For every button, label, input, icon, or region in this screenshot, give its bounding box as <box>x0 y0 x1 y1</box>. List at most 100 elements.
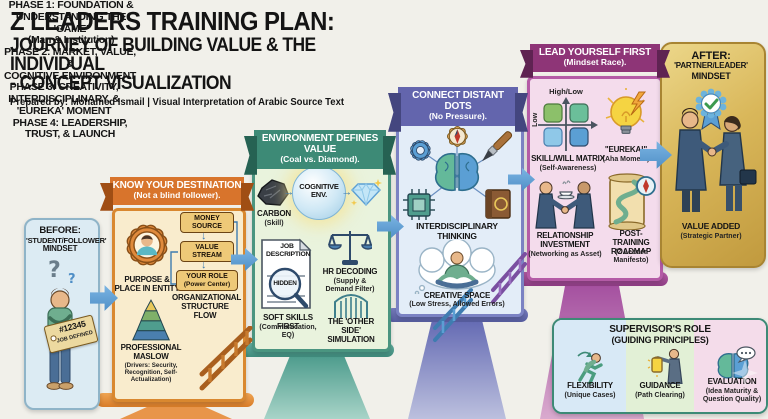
cognitive-label: COGNITIVE ENV. <box>299 182 339 200</box>
main-title-line1: Z LEADERS TRAINING PLAN: <box>10 6 335 36</box>
soft-skills-sub: (Communication, EQ) <box>259 324 317 339</box>
supervisor-title-line1: SUPERVISOR'S ROLE <box>609 324 711 335</box>
supervisor-panel: SUPERVISOR'S ROLE (GUIDING PRINCIPLES) F… <box>552 318 768 414</box>
after-line1: AFTER: <box>691 50 731 62</box>
partner-handshake-illustration <box>675 108 757 212</box>
cognitive-arrow-in-icon: ↓ <box>282 190 295 197</box>
eureka-sub: (Aha Moment) <box>602 156 650 163</box>
creative-space-sub: (Low Stress, Allowed Errors) <box>409 301 505 308</box>
phase2-pedestal-column <box>264 357 370 419</box>
stair-railing-wood <box>199 326 253 391</box>
flow-arrow-1-icon: ↓ <box>201 230 207 242</box>
paintbrush-icon <box>482 131 513 162</box>
value-added-label: VALUE ADDED <box>681 221 741 231</box>
carbon-sub: (Skill) <box>264 220 284 227</box>
roadmap-scroll-icon <box>608 173 656 230</box>
phase1-header-line3: (Man & Institution) <box>27 34 115 47</box>
matrix-axis-top-label: High/Low <box>549 87 583 96</box>
phase4-header-line1: PHASE 4: LEADERSHIP, <box>12 116 128 129</box>
prepared-by: Prepared by: Mohamed Ismail | Visual Int… <box>10 96 345 108</box>
coal-icon <box>257 179 289 206</box>
maslow-label: PROFESSIONAL MASLOW <box>120 343 182 361</box>
phase3-banner-line1: CONNECT DISTANT DOTS <box>412 90 504 112</box>
phase4-banner: LEAD YOURSELF FIRST (Mindset Race). <box>530 44 660 72</box>
doc-title: JOB DESCRIPTION <box>266 243 311 258</box>
title-block: Z LEADERS TRAINING PLAN: JOURNEY OF BUIL… <box>10 8 430 108</box>
roadmap-label: POST-TRAINING ROADMAP <box>611 229 651 256</box>
eureka-lightbulb-icon <box>605 88 647 134</box>
flow-your-role: YOUR ROLE (Power Center) <box>176 270 238 291</box>
phase3-header: PHASE 3: CREATIVITY, INTERDISCIPLINARY, … <box>0 81 128 117</box>
phase2-banner-line2: (Coal vs. Diamond). <box>280 154 360 164</box>
question-mark-large: ? <box>48 258 61 283</box>
interdisciplinary-network-illustration <box>403 125 513 220</box>
scales-icon <box>328 231 372 265</box>
award-badge-icon <box>695 88 727 130</box>
question-mark-small: ? <box>68 272 76 287</box>
before-line1: BEFORE: <box>39 225 81 236</box>
hr-decoding-sub: (Supply & Demand Filter) <box>325 278 375 293</box>
phase1-banner-line1: KNOW YOUR DESTINATION <box>112 180 242 191</box>
phase1-banner: KNOW YOUR DESTINATION (Not a blind follo… <box>110 177 244 205</box>
phase3-banner-line2: (No Pressure). <box>428 111 488 121</box>
flexibility-label: FLEXIBILITY <box>567 381 613 390</box>
phase1-pedestal-column <box>120 407 232 419</box>
phase3-header-line2: INTERDISCIPLINARY, & <box>8 93 120 105</box>
gear-person-icon <box>126 224 168 266</box>
phase1-header-line1: PHASE 1: FOUNDATION & <box>8 0 134 11</box>
stair-railing-purple <box>491 252 527 304</box>
phase2-banner-line1: ENVIRONMENT DEFINES VALUE <box>261 133 379 155</box>
flexibility-sub: (Unique Cases) <box>564 392 616 399</box>
roadmap-sub: (Z Leader Manifesto) <box>613 249 649 264</box>
phase2-banner: ENVIRONMENT DEFINES VALUE (Coal vs. Diam… <box>254 130 386 169</box>
brain-icon <box>435 152 479 192</box>
after-line3: MINDSET <box>691 71 731 82</box>
flow-caption: ORGANIZATIONAL STRUCTURE FLOW <box>172 293 242 320</box>
phase4-banner-line1: LEAD YOURSELF FIRST <box>538 47 652 58</box>
phase2-header: PHASE 2: MARKET, VALUE, & COGNITIVE ENVI… <box>0 46 140 82</box>
soft-skills-label: SOFT SKILLS FIRST <box>263 313 313 331</box>
phase2-header-line2: COGNITIVE ENVIRONMENT <box>4 69 136 82</box>
flow-your-role-label: YOUR ROLE <box>186 273 228 280</box>
interdisciplinary-label: INTERDISCIPLINARY THINKING <box>416 221 498 241</box>
matrix-sub: (Self-Awareness) <box>539 165 597 172</box>
lantern-icon <box>647 348 683 384</box>
phase3-header-line3: 'EUREKA' MOMENT <box>16 104 112 117</box>
gate-icon <box>334 294 368 318</box>
creative-space-label: CREATIVE SPACE <box>423 291 491 300</box>
compass-icon <box>446 125 468 147</box>
matrix-label: SKILL/WILL MATRIX <box>531 154 605 163</box>
guidance-sub: (Path Clearing) <box>635 392 685 399</box>
phase3-header-line1: PHASE 3: CREATIVITY, <box>9 81 119 94</box>
main-title-line3: - CONCEPT VISUALIZATION <box>10 73 232 95</box>
evaluation-label: EVALUATION <box>707 377 757 386</box>
stair-railing-teal <box>433 288 473 342</box>
brain-speech-icon <box>717 346 756 379</box>
after-title: AFTER: 'PARTNER/LEADER' MINDSET <box>662 50 760 81</box>
supervisor-title-line2: (GUIDING PRINCIPLES) <box>611 335 709 346</box>
phase4-header-line2: TRUST, & LAUNCH <box>25 128 115 141</box>
skill-will-matrix-icon <box>538 97 598 151</box>
before-title: BEFORE: 'STUDENT/FOLLOWER' MINDSET <box>26 225 107 254</box>
relationship-label: RELATIONSHIP INVESTMENT <box>536 231 594 249</box>
flow-arrow-2-icon: ↓ <box>201 259 207 271</box>
book-icon <box>485 189 511 219</box>
after-line2: 'PARTNER/LEADER' <box>674 61 748 71</box>
chip-icon <box>403 189 435 220</box>
main-title-line2: JOURNEY OF BUILDING VALUE & THE INDIVIDU… <box>10 34 316 75</box>
diamond-icon <box>351 179 382 207</box>
value-added-sub: (Strategic Partner) <box>680 233 742 240</box>
purpose-label: PURPOSE & PLACE IN ENTITY <box>114 275 180 293</box>
phase1-header: PHASE 1: FOUNDATION & UNDERSTANDING THE … <box>0 0 142 47</box>
phase1-banner-line2: (Not a blind follower). <box>133 190 221 200</box>
flow-your-role-sub: (Power Center) <box>183 280 231 288</box>
job-description-doc-icon <box>261 238 312 309</box>
gear-icon <box>410 140 431 161</box>
phase4-banner-line2: (Mindset Race). <box>563 57 627 67</box>
eureka-label: "EUREKA!" <box>604 145 648 154</box>
creative-space-cloud-illustration <box>414 240 496 294</box>
maslow-pyramid-icon <box>131 299 171 341</box>
flow-value-stream: VALUE STREAM <box>180 241 234 263</box>
maslow-sub: (Drivers: Security, Recognition, Self-Ac… <box>124 362 178 383</box>
